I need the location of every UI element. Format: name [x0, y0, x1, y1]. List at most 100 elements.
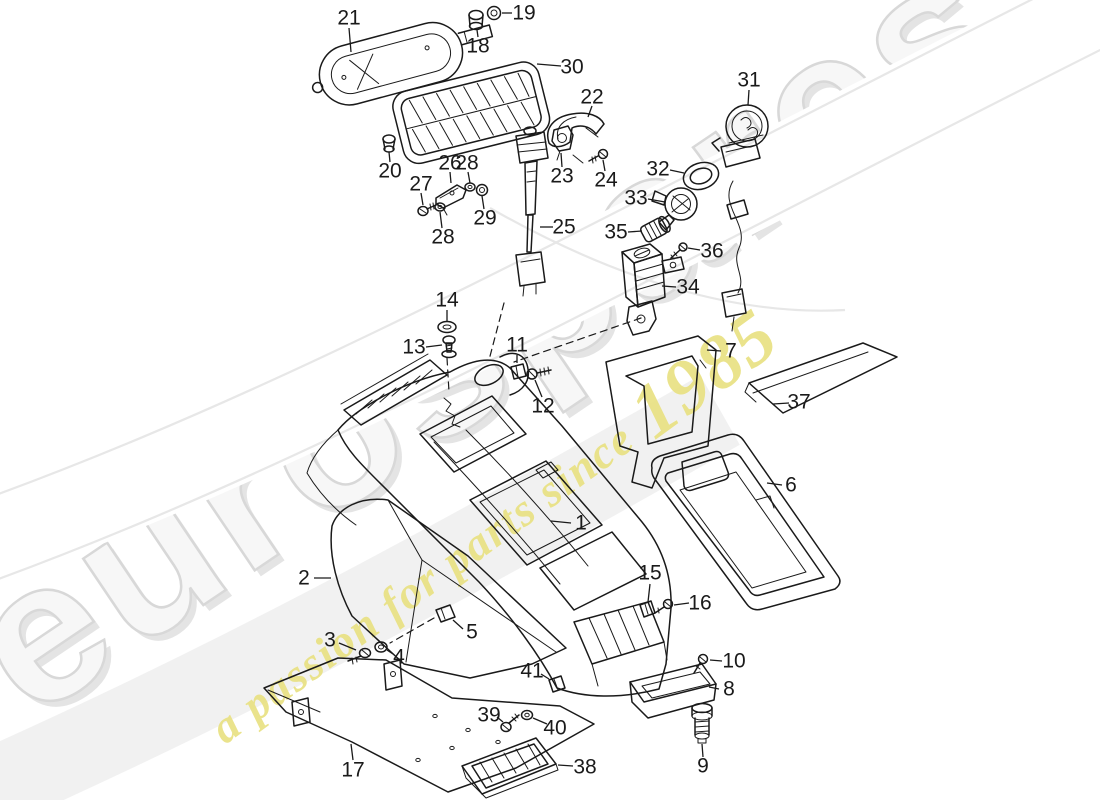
leader-line-34: [661, 285, 677, 288]
part-31-cigarette-lighter: [711, 104, 769, 332]
part-24-screw: [588, 148, 609, 164]
part-number-label-24: 24: [594, 169, 618, 192]
leader-line-31: [747, 89, 750, 106]
part-35-bulb-holder: [639, 215, 671, 243]
watermark-soft-band: [0, 375, 740, 800]
leader-line-29: [481, 195, 485, 210]
part-16-screw: [654, 598, 674, 614]
part-number-label-5: 5: [466, 621, 478, 644]
part-number-label-14: 14: [435, 289, 459, 312]
part-21-seal-frame: [311, 21, 494, 106]
part-number-label-10: 10: [722, 650, 745, 673]
watermark-swoosh-edge-bottom: [0, 48, 1100, 580]
part-number-label-2: 2: [298, 567, 310, 590]
part-number-label-21: 21: [337, 7, 360, 30]
part-number-label-40: 40: [543, 717, 566, 740]
part-17-support-plate: [263, 657, 595, 793]
part-5-clip: [435, 604, 456, 623]
part-9-lighter-element: [691, 702, 713, 744]
part-number-label-32: 32: [646, 158, 669, 181]
leader-line-21: [348, 27, 352, 53]
watermark-swoosh: [0, 0, 1100, 558]
part-number-label-39: 39: [477, 704, 500, 727]
part-6-rear-trim-panel: [650, 433, 841, 611]
part-number-label-28: 28: [431, 226, 454, 249]
part-29-nut: [475, 183, 489, 197]
leader-line-4: [386, 649, 394, 655]
part-number-label-4: 4: [393, 646, 405, 669]
leader-line-8: [708, 686, 720, 690]
part-number-label-12: 12: [531, 395, 554, 418]
part-20-clip: [382, 134, 396, 153]
part-number-label-11: 11: [506, 334, 528, 357]
leader-line-6: [766, 482, 783, 486]
leader-line-23: [560, 152, 563, 168]
part-19-nut: [486, 5, 502, 21]
leader-line-28: [439, 211, 443, 229]
leader-line-18: [476, 29, 479, 38]
leader-line-16: [673, 602, 690, 606]
part-36-screw: [670, 242, 688, 260]
part-8-ashtray: [629, 663, 717, 719]
part-number-label-23: 23: [550, 165, 573, 188]
watermark-swoosh-edge-top: [0, 0, 1034, 495]
leader-line-28: [467, 171, 471, 184]
leader-line-41: [540, 673, 550, 680]
part-number-label-15: 15: [638, 562, 661, 585]
part-number-label-35: 35: [604, 221, 627, 244]
part-1-center-console: [306, 352, 672, 697]
leader-line-24: [602, 159, 606, 172]
part-32-ring: [682, 161, 720, 191]
part-number-label-6: 6: [785, 474, 797, 497]
part-11-clip-nut: [510, 363, 527, 380]
dashed-line-clip-to-screw: [389, 617, 435, 644]
part-number-label-17: 17: [341, 759, 364, 782]
part-number-label-31: 31: [737, 69, 760, 92]
part-number-label-8: 8: [723, 678, 735, 701]
dashed-line-plug-to-console: [446, 357, 450, 393]
part-number-label-41: 41: [520, 660, 543, 683]
leader-line-1: [550, 520, 572, 524]
watermark-swoosh-tail: [489, 207, 846, 312]
part-13-plug-screw: [441, 335, 457, 359]
part-number-label-16: 16: [688, 592, 711, 615]
part-40-washer: [520, 709, 534, 721]
part-38-vent-grille: [461, 737, 559, 799]
part-number-label-20: 20: [378, 160, 401, 183]
part-12-screw: [526, 366, 552, 380]
leader-line-27: [420, 192, 424, 206]
leader-line-7: [706, 349, 722, 352]
part-18-grommet: [468, 9, 484, 31]
part-number-label-38: 38: [573, 756, 596, 779]
part-number-label-27: 27: [409, 173, 432, 196]
part-number-label-19: 19: [512, 2, 535, 25]
part-number-label-36: 36: [700, 240, 723, 263]
part-23-lever: [551, 125, 584, 164]
leader-line-35: [627, 230, 643, 233]
part-number-label-22: 22: [580, 86, 603, 109]
leader-line-37: [772, 402, 790, 405]
part-7-frame: [605, 335, 717, 489]
part-number-label-26: 26: [438, 152, 461, 175]
part-number-label-29: 29: [473, 207, 496, 230]
part-number-label-1: 1: [575, 512, 587, 535]
part-28-washer-upper: [464, 182, 476, 192]
leader-line-9: [701, 743, 704, 758]
leader-line-13: [425, 344, 443, 348]
part-30-air-vent: [392, 61, 551, 165]
part-41-clip: [548, 675, 566, 693]
part-39-screw: [500, 713, 520, 733]
part-number-label-30: 30: [560, 56, 583, 79]
part-number-label-7: 7: [725, 340, 737, 363]
part-number-label-9: 9: [697, 755, 709, 778]
part-15-clip: [639, 600, 656, 618]
part-number-label-28: 28: [455, 152, 478, 175]
part-number-label-37: 37: [787, 391, 810, 414]
leader-line-10: [709, 659, 723, 662]
leader-line-20: [388, 151, 391, 163]
part-4-washer: [374, 641, 388, 653]
leader-line-40: [532, 717, 548, 725]
